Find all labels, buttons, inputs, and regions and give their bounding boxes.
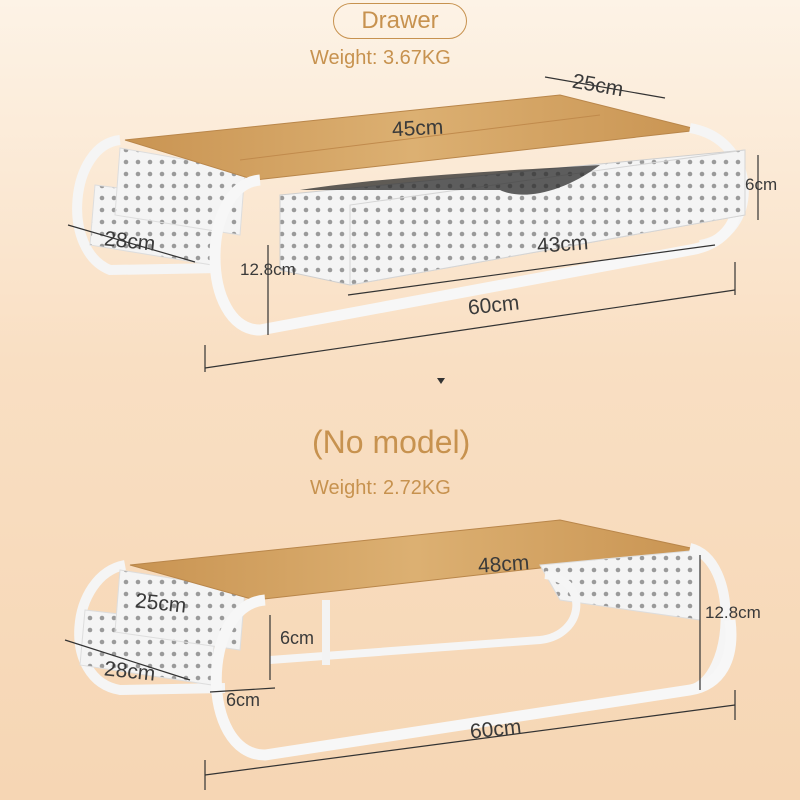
dim-total-height: 12.8cm xyxy=(705,603,761,622)
dim-leg-width: 6cm xyxy=(226,690,261,710)
no-model-stand-illustration xyxy=(74,519,737,761)
chevron-down-icon xyxy=(437,378,445,384)
dim-top-width: 45cm xyxy=(391,115,444,142)
no-model-dimension-lines xyxy=(64,555,736,790)
dim-drawer-width: 43cm xyxy=(536,231,590,258)
dim-drawer-height: 6cm xyxy=(745,175,778,194)
dim-total-height: 12.8cm xyxy=(240,260,296,279)
dim-top-width: 48cm xyxy=(477,551,531,578)
weight-no-model: Weight: 2.72KG xyxy=(310,477,451,499)
variant-title-no-model: (No model) xyxy=(312,424,471,460)
drawer-dimension-lines xyxy=(67,76,759,372)
weight-drawer: Weight: 3.67KG xyxy=(310,47,451,69)
variant-badge-drawer: Drawer xyxy=(333,3,467,39)
dim-inner-height: 6cm xyxy=(280,628,315,648)
drawer-stand-illustration xyxy=(72,94,749,336)
